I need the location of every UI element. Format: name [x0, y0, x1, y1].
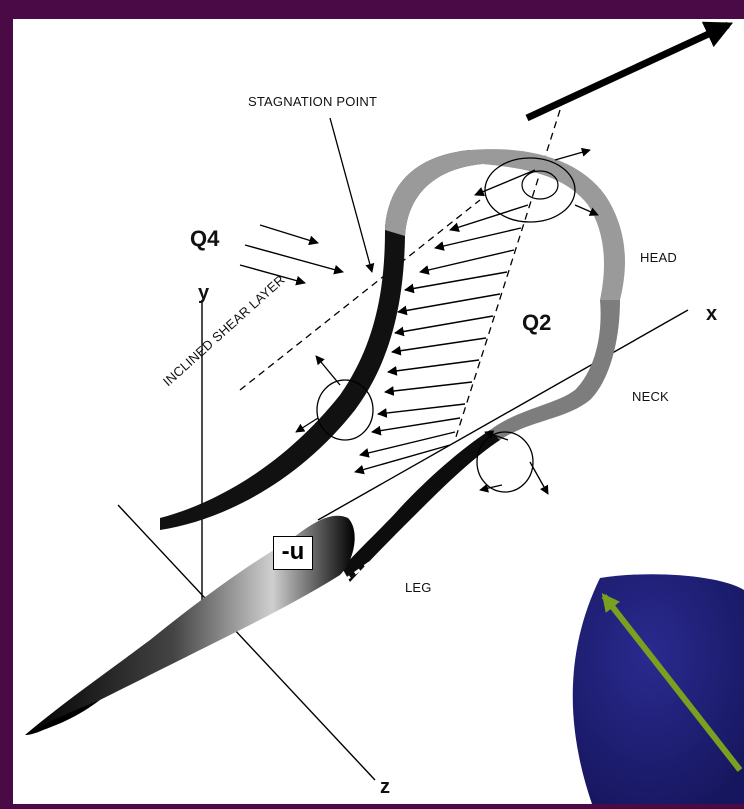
q4-label: Q4: [190, 226, 219, 252]
neck-label: NECK: [632, 389, 669, 404]
head-label: HEAD: [640, 250, 677, 265]
blue-blob: [573, 574, 744, 804]
leg-label: LEG: [405, 580, 432, 595]
q2-label: Q2: [522, 310, 551, 336]
y-axis-label: y: [198, 282, 209, 305]
stagnation-point-label: STAGNATION POINT: [248, 94, 377, 109]
minus-u-label: -u: [273, 536, 313, 570]
z-axis-label: z: [380, 776, 390, 799]
x-axis-label: x: [706, 303, 717, 326]
